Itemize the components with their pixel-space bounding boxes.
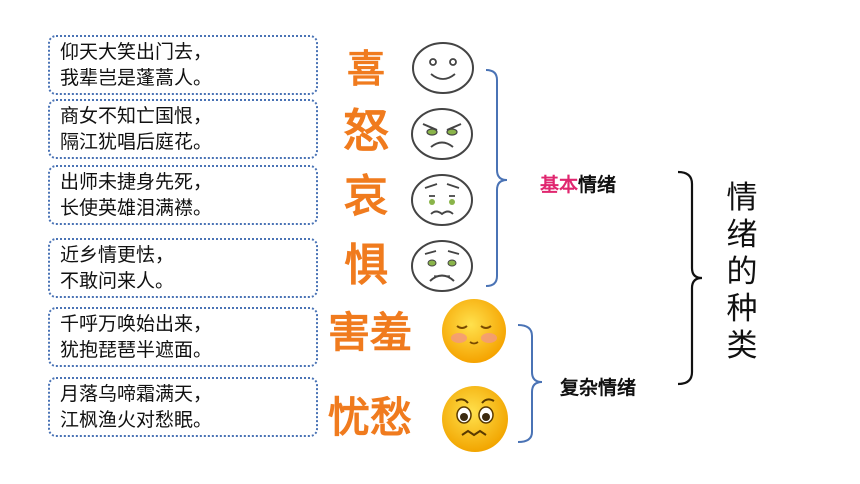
emotion-worry: 忧愁 [327, 393, 412, 442]
poem-box-worry: 月落乌啼霜满天， 江枫渔火对愁眠。 [48, 377, 318, 437]
poem-line: 长使英雄泪满襟。 [60, 197, 213, 219]
poem-line: 商女不知亡国恨， [60, 105, 213, 127]
poem-line: 仰天大笑出门去， [60, 41, 213, 63]
emotion-fear: 惧 [344, 240, 388, 291]
title-char: 情 [726, 180, 758, 216]
smiley-face-icon [412, 42, 474, 94]
poem-line: 不敢问来人。 [60, 270, 175, 292]
title-char: 类 [726, 328, 758, 364]
emotion-joy: 喜 [346, 46, 385, 91]
basic-label-rest: 情绪 [578, 174, 617, 196]
blushing-emoji-icon [442, 299, 506, 363]
emotion-shy: 害羞 [327, 308, 412, 357]
poem-line: 江枫渔火对愁眠。 [60, 409, 213, 431]
poem-line: 近乡情更怯， [60, 244, 175, 266]
emotion-sorrow: 哀 [344, 171, 388, 222]
poem-line: 我辈岂是蓬蒿人。 [60, 67, 213, 89]
worried-emoji-icon [442, 386, 508, 452]
sad-face-icon [411, 174, 473, 226]
emotion-anger: 怒 [343, 104, 389, 158]
basic-emotion-label: 基本情绪 [540, 170, 616, 197]
complex-emotion-label: 复杂情绪 [560, 377, 637, 399]
poem-box-fear: 近乡情更怯， 不敢问来人。 [48, 238, 318, 298]
poem-box-anger: 商女不知亡国恨， 隔江犹唱后庭花。 [48, 99, 318, 159]
basic-label-highlight: 基本 [540, 174, 579, 196]
poem-line: 月落乌啼霜满天， [60, 383, 213, 405]
poem-line: 犹抱琵琶半遮面。 [60, 339, 213, 361]
page-title: 情 绪 的 种 类 [722, 180, 762, 365]
poem-line: 出师未捷身先死， [60, 171, 213, 193]
title-char: 的 [726, 254, 758, 290]
fearful-face-icon [411, 240, 473, 292]
poem-box-sorrow: 出师未捷身先死， 长使英雄泪满襟。 [48, 165, 318, 225]
poem-box-shy: 千呼万唤始出来， 犹抱琵琶半遮面。 [48, 307, 318, 367]
poem-box-joy: 仰天大笑出门去， 我辈岂是蓬蒿人。 [48, 35, 318, 95]
angry-face-icon [411, 108, 473, 160]
poem-line: 千呼万唤始出来， [60, 313, 213, 335]
title-char: 种 [726, 291, 758, 327]
title-char: 绪 [726, 217, 758, 253]
poem-line: 隔江犹唱后庭花。 [60, 131, 213, 153]
